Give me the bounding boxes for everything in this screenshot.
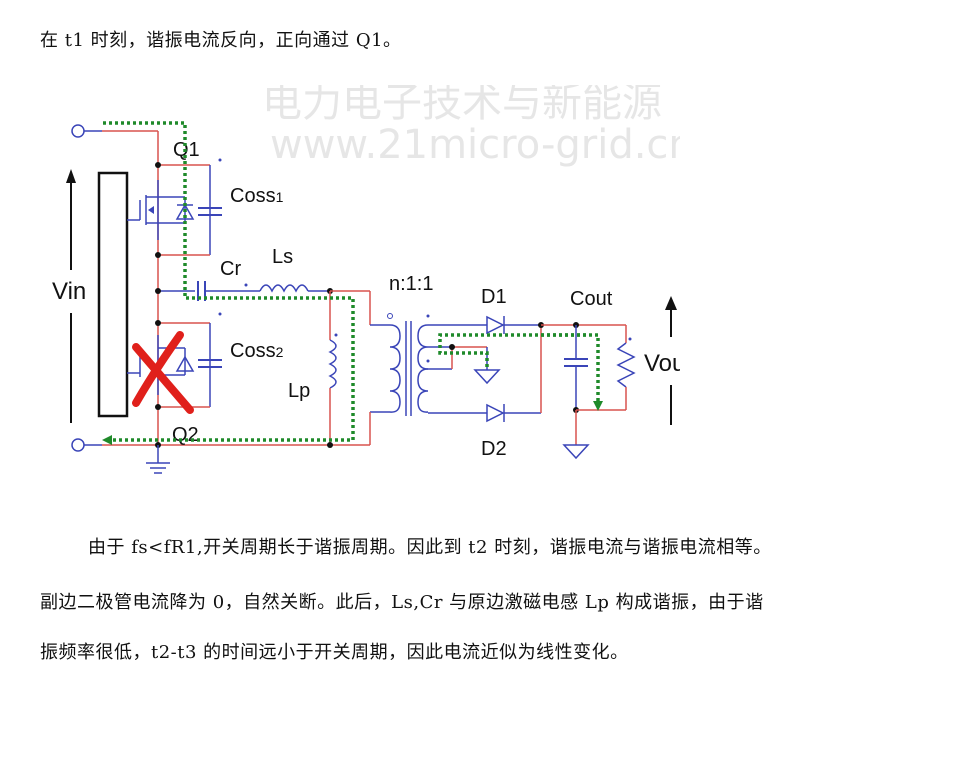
circuit-figure: 电力电子技术与新能源 www.21micro-grid.cn Vin xyxy=(40,85,680,505)
inductor-ls-icon xyxy=(244,283,309,293)
watermark-url: www.21micro-grid.cn xyxy=(270,122,680,168)
vin-arrow-icon xyxy=(66,169,76,423)
output-current-arrow-icon xyxy=(593,401,603,411)
resistor-load-icon xyxy=(616,337,636,388)
ground-icon xyxy=(146,445,170,474)
diode-d2-icon xyxy=(486,403,505,423)
current-path xyxy=(103,121,600,442)
inductor-lp-icon xyxy=(328,333,338,389)
vout-label: Vout xyxy=(644,350,680,377)
ground-output-icon xyxy=(562,444,590,460)
ls-label: Ls xyxy=(272,246,293,268)
gate-driver-block xyxy=(97,171,129,418)
paragraph-line-3: 振频率很低，t2-t3 的时间远小于开关周期，因此电流近似为线性变化。 xyxy=(40,642,629,663)
cr-label: Cr xyxy=(220,258,241,280)
vout-arrow-icon xyxy=(665,296,677,425)
coss1-label: Coss1 xyxy=(230,185,284,207)
vin-terminal-bottom xyxy=(71,438,102,452)
turns-ratio-label: n:1:1 xyxy=(389,273,433,295)
diode-d1-icon xyxy=(486,315,505,335)
vin-terminal-top xyxy=(71,124,159,165)
vin-label: Vin xyxy=(52,278,86,305)
cout-label: Cout xyxy=(570,288,613,310)
lp-label: Lp xyxy=(288,380,310,402)
capacitor-coss1-icon xyxy=(198,158,222,216)
cross-mark-icon xyxy=(132,331,194,414)
d2-label: D2 xyxy=(481,438,507,460)
paragraph-line-1: 由于 fs<fR1,开关周期长于谐振周期。因此到 t2 时刻，谐振电流与谐振电流… xyxy=(88,537,772,558)
transformer-icon xyxy=(387,313,430,416)
coss2-label: Coss2 xyxy=(230,340,284,362)
d1-label: D1 xyxy=(481,286,507,308)
q2-label: Q2 xyxy=(172,424,199,446)
mosfet-q1-icon xyxy=(127,162,211,258)
current-arrow-icon xyxy=(102,435,112,445)
watermark-title: 电力电子技术与新能源 xyxy=(262,85,662,126)
capacitor-coss2-icon xyxy=(198,312,222,368)
ground-secondary-icon xyxy=(473,369,501,385)
paragraph-line-2: 副边二极管电流降为 0，自然关断。此后，Ls,Cr 与原边激磁电感 Lp 构成谐… xyxy=(40,592,764,613)
capacitor-cout-icon xyxy=(564,358,588,367)
intro-line: 在 t1 时刻，谐振电流反向，正向通过 Q1。 xyxy=(40,30,402,51)
